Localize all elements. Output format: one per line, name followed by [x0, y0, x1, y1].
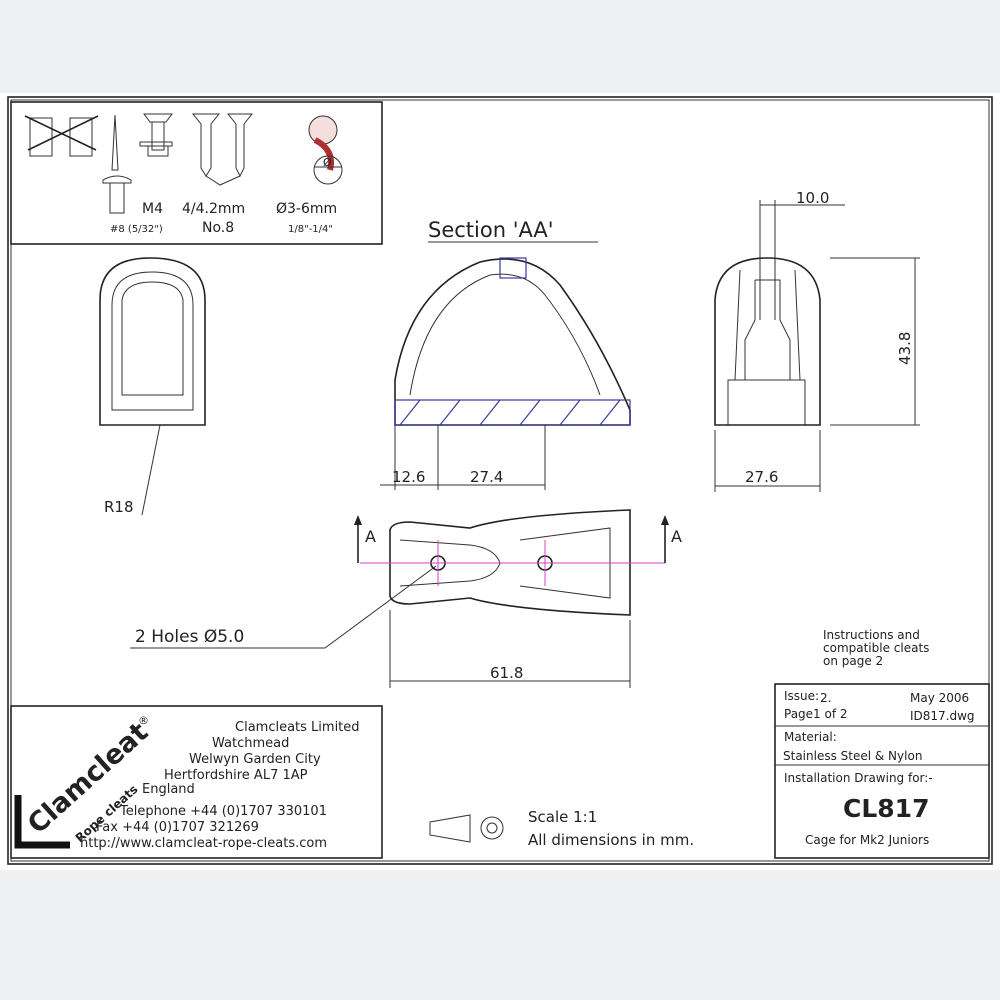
section-aa-view: Section 'AA' 12.6 27.4 — [380, 218, 631, 490]
company-name: Clamcleats Limited — [235, 720, 360, 735]
outer-frame — [7, 96, 993, 865]
file-name: ID817.dwg — [910, 709, 975, 723]
diameter-symbol: Ø — [323, 156, 332, 169]
section-marker-right: A — [671, 527, 682, 546]
hole-spacing-dim: 27.4 — [470, 468, 503, 486]
rope-label-mm: Ø3-6mm — [276, 201, 337, 217]
scale-text: Scale 1:1 — [528, 808, 597, 826]
address-line: Welwyn Garden City — [189, 752, 321, 767]
screw-label-mm: 4/4.2mm — [182, 201, 245, 217]
slot-width-dim: 10.0 — [796, 189, 829, 207]
svg-text:Issue:: Issue: — [784, 689, 819, 703]
section-title: Section 'AA' — [428, 218, 554, 242]
svg-text:Material:: Material: — [784, 730, 837, 744]
telephone: Telephone +44 (0)1707 330101 — [119, 804, 327, 819]
address-country: England — [142, 782, 195, 797]
bolt-icon — [139, 113, 173, 157]
svg-text:Installation Drawing for:-: Installation Drawing for:- — [784, 771, 933, 785]
part-description: Cage for Mk2 Juniors — [805, 833, 929, 847]
page-number: Page1 of 2 — [784, 707, 848, 721]
crossed-screws-icon — [24, 115, 99, 157]
instructions-note: Instructions and compatible cleats on pa… — [823, 628, 929, 668]
fastener-box: Ø M4 4/4.2mm Ø3-6mm #8 (5/32") No.8 1/8"… — [10, 101, 383, 245]
radius-dim: R18 — [104, 498, 134, 516]
length-dim: 61.8 — [490, 664, 523, 682]
rope-label-in: 1/8"-1/4" — [288, 224, 333, 235]
svg-text:on page 2: on page 2 — [823, 654, 883, 668]
rivet-label: #8 (5/32") — [110, 224, 163, 235]
plan-view: A A 2 Holes Ø5.0 61.8 — [130, 509, 682, 688]
issue-number: 2. — [820, 691, 831, 705]
company-box: Clamcleat Rope cleats ® Clamcleats Limit… — [10, 705, 383, 859]
section-marker-left: A — [365, 527, 376, 546]
fax: Fax +44 (0)1707 321269 — [96, 820, 259, 835]
holes-note: 2 Holes Ø5.0 — [135, 627, 244, 647]
rivet-icon — [102, 114, 132, 214]
title-block: Issue: 2. May 2006 Page1 of 2 ID817.dwg … — [774, 683, 990, 859]
hole-offset-dim: 12.6 — [392, 468, 425, 486]
inner-frame — [10, 99, 990, 862]
front-view: R18 — [99, 257, 206, 516]
svg-text:Instructions and: Instructions and — [823, 628, 920, 642]
height-dim: 43.8 — [896, 332, 914, 365]
svg-text:compatible cleats: compatible cleats — [823, 641, 929, 655]
projection-circle-icon — [480, 816, 504, 840]
address-line: Hertfordshire AL7 1AP — [164, 768, 308, 783]
projection-cone-icon — [429, 814, 471, 843]
svg-text:®: ® — [138, 714, 149, 727]
website: http://www.clamcleat-rope-cleats.com — [80, 836, 327, 851]
screw-label-no: No.8 — [202, 220, 234, 236]
bolt-label: M4 — [142, 201, 163, 217]
wood-screws-icon — [191, 113, 254, 186]
side-view: 10.0 43.8 27.6 — [714, 189, 920, 492]
material: Stainless Steel & Nylon — [783, 749, 922, 763]
issue-date: May 2006 — [910, 691, 969, 705]
part-number: CL817 — [843, 794, 929, 823]
sheet — [0, 93, 1000, 870]
units-text: All dimensions in mm. — [528, 831, 694, 849]
address-line: Watchmead — [212, 736, 289, 751]
scale-info: Scale 1:1 All dimensions in mm. — [429, 808, 694, 849]
side-width-dim: 27.6 — [745, 468, 778, 486]
rope-icon: Ø — [308, 115, 343, 185]
